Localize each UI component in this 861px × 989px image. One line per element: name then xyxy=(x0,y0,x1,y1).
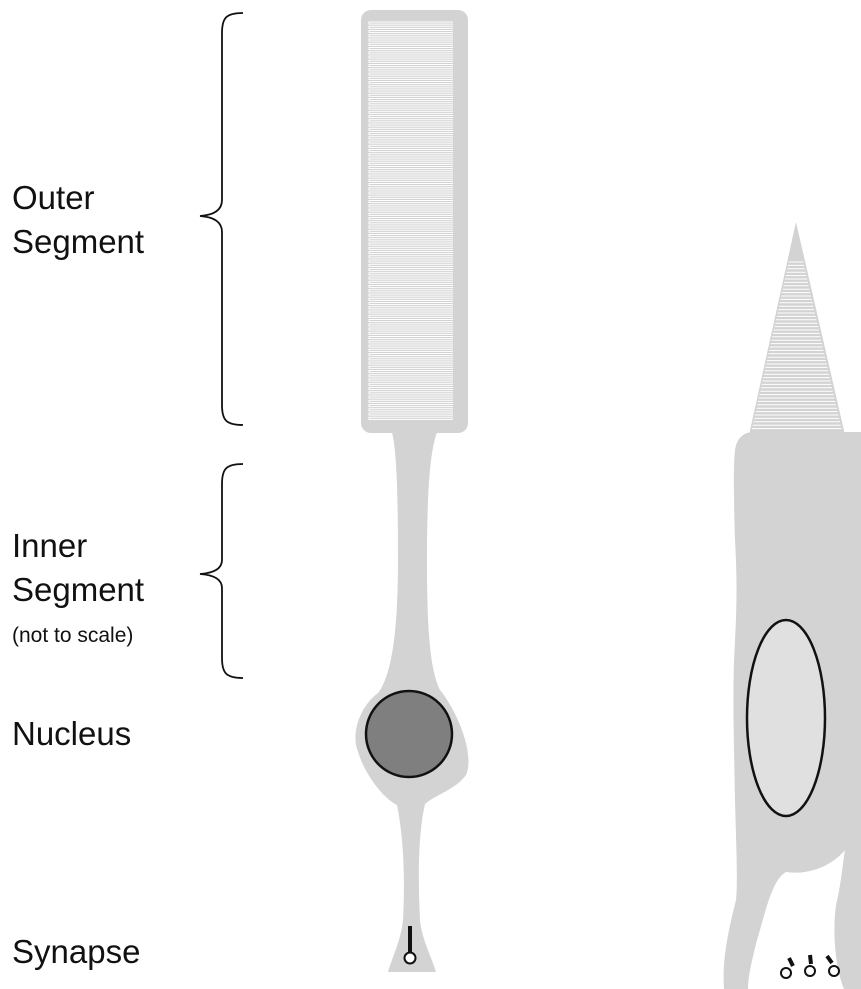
rod-synaptic-vesicle xyxy=(405,953,416,964)
cone-ribbon-3 xyxy=(827,956,832,963)
rod-nucleus xyxy=(366,691,452,777)
cone-ribbon-1 xyxy=(789,958,793,966)
cone-ribbon-2 xyxy=(810,955,811,964)
rod-cell xyxy=(355,10,468,972)
cone-vesicle-2 xyxy=(805,966,815,976)
cone-outer-segment xyxy=(749,222,845,435)
outer-segment-brace xyxy=(200,13,243,425)
cone-vesicle-3 xyxy=(829,966,839,976)
cone-cell xyxy=(724,222,861,989)
cone-nucleus xyxy=(747,620,825,816)
inner-segment-brace xyxy=(200,464,243,678)
cone-synaptic-terminal xyxy=(781,955,839,978)
cone-vesicle-1 xyxy=(781,968,791,978)
